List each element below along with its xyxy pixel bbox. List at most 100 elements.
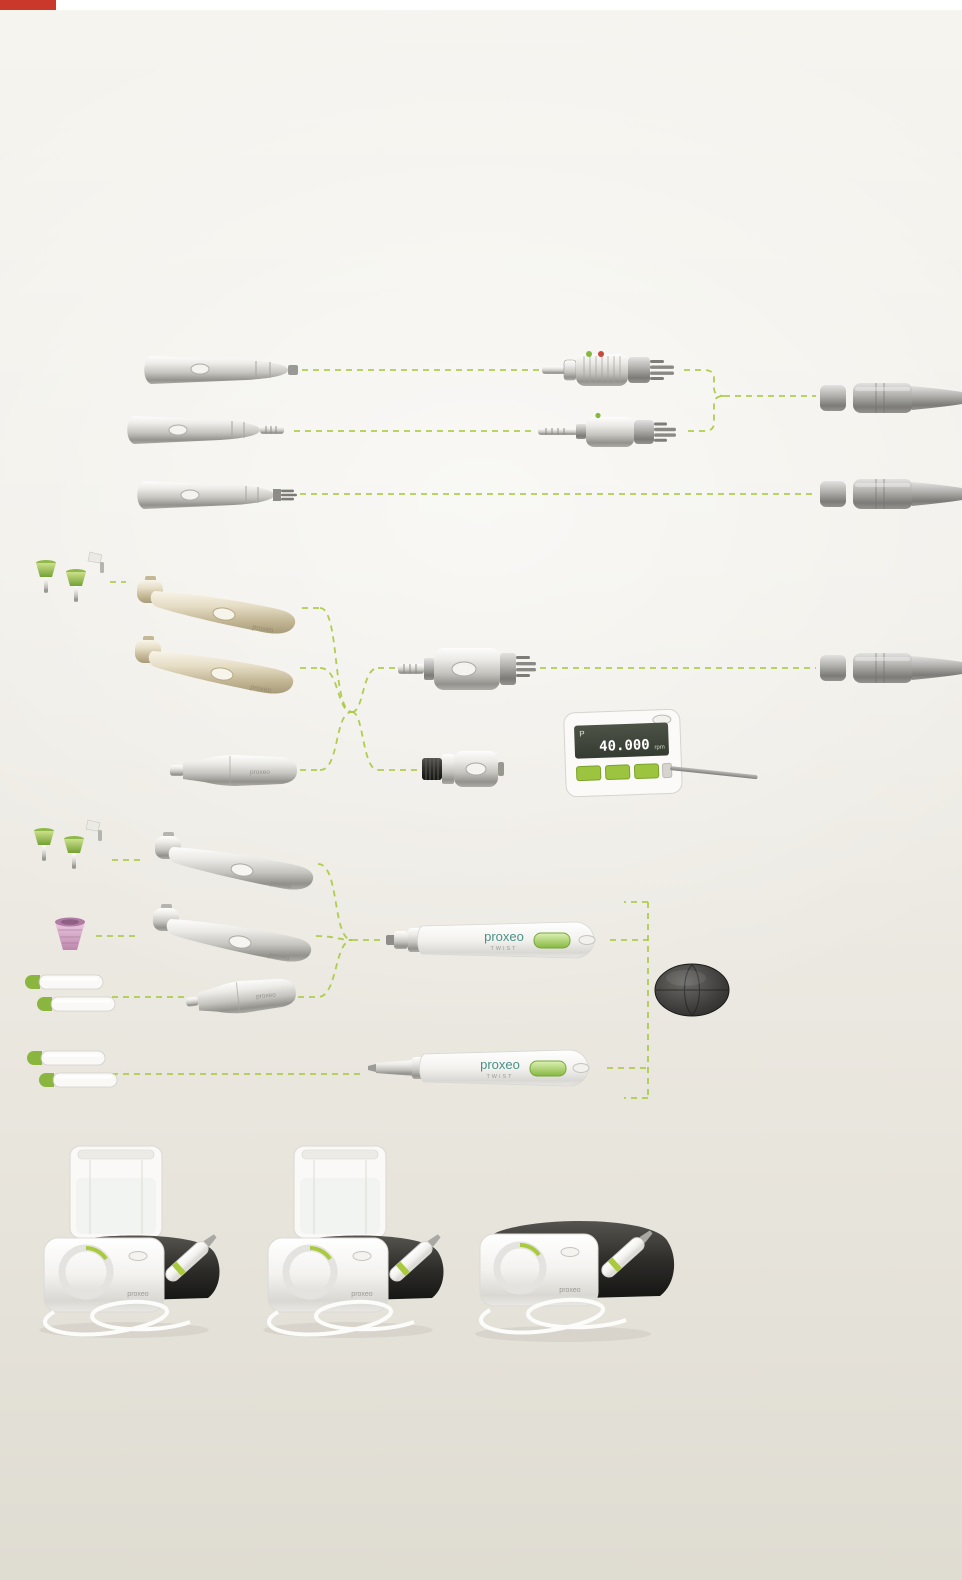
scaler-handpiece — [165, 1234, 217, 1282]
green-cup-bur — [34, 828, 54, 861]
green-cup-bur — [36, 560, 56, 593]
turbine-handpiece-2[interactable] — [120, 412, 292, 448]
wh-oval-logo — [168, 424, 188, 436]
pink-cup-graphic — [55, 917, 85, 950]
link-contra4-junction — [315, 935, 353, 941]
gray-button — [661, 762, 673, 779]
green-dot — [586, 351, 592, 357]
turbine-handpiece-3[interactable] — [130, 477, 298, 513]
top-strip — [0, 0, 962, 10]
variant-label: TWIST — [486, 1074, 513, 1080]
cordless-prophy-handpiece-1[interactable]: proxeo TWIST — [386, 914, 608, 966]
product-label: proxeo — [270, 880, 292, 890]
control-unit-graphic: P 40.000 rpm — [563, 708, 683, 798]
turbine-coupling-1-graphic — [542, 351, 674, 386]
prophy-contra-angle-2[interactable]: proxeo — [144, 904, 316, 968]
wh-oval-logo — [352, 1251, 372, 1261]
product-label: proxeo — [127, 1291, 149, 1298]
wh-oval-logo — [190, 363, 210, 375]
electric-micromotor-graphic — [422, 751, 504, 787]
bracket-couplings-top — [684, 369, 725, 397]
product-label: proxeo — [351, 1291, 373, 1298]
scaler-station-graphic: proxeo — [39, 1145, 220, 1338]
foot-control[interactable] — [652, 960, 732, 1018]
junction2-in-mid — [319, 667, 353, 713]
supply-hose-connector-3[interactable] — [820, 652, 962, 684]
scaler-handpiece — [389, 1234, 441, 1282]
polishing-cups-green-set-1[interactable] — [28, 550, 116, 604]
product-label: proxeo — [250, 684, 272, 694]
cordless-handpiece-graphic: proxeo TWIST — [386, 921, 596, 959]
wh-oval-logo — [128, 1251, 148, 1261]
turbine-handpiece-3-graphic — [137, 481, 297, 509]
proxeo-logo-text: proxeo — [484, 929, 524, 944]
wh-oval-logo — [210, 667, 234, 681]
product-label: proxeo — [559, 1287, 581, 1294]
polishing-cups-green-set-2[interactable] — [26, 819, 116, 872]
prophy-nose-cone[interactable]: proxeo — [186, 972, 298, 1022]
turbine-coupling-2[interactable] — [538, 412, 686, 452]
status-window — [533, 932, 571, 949]
display-program: P — [579, 729, 585, 738]
scaler-handpiece — [601, 1230, 653, 1278]
wh-oval-logo — [572, 1063, 590, 1073]
contra-angle-graphic: proxeo — [135, 636, 294, 694]
prophy-contra-angle-1[interactable]: proxeo — [146, 832, 318, 896]
supply-hose-connector-1[interactable] — [820, 382, 962, 414]
air-motor-graphic — [398, 648, 536, 690]
handpiece-cable — [43, 1299, 191, 1337]
scaler-unit-front: proxeo — [43, 1237, 165, 1313]
top-accent-strip — [0, 0, 56, 10]
scaler-station-3[interactable]: proxeo — [458, 1198, 688, 1348]
product-label: proxeo — [268, 952, 290, 962]
nose-cone-graphic: proxeo — [170, 755, 297, 786]
contra-angle-graphic: proxeo — [155, 832, 314, 890]
bracket-couplings-bottom — [688, 395, 725, 432]
display-rpm-unit: rpm — [654, 745, 665, 751]
proxeo-logo-text: proxeo — [480, 1057, 520, 1072]
contra-angle-graphic: proxeo — [137, 576, 296, 634]
wh-oval-logo — [451, 661, 477, 677]
electric-micromotor[interactable] — [422, 746, 506, 792]
water-bottle — [293, 1145, 387, 1239]
wh-oval-logo — [180, 489, 200, 501]
lcd-display — [574, 722, 669, 759]
contra-angle-handpiece-1[interactable]: proxeo — [128, 576, 300, 640]
motor-control-unit[interactable]: P 40.000 rpm — [562, 708, 758, 800]
wh-oval-logo — [578, 935, 596, 945]
air-motor[interactable] — [398, 644, 536, 694]
contra-angle-handpiece-2[interactable]: proxeo — [126, 636, 298, 700]
scaler-station-graphic: proxeo — [475, 1220, 675, 1342]
junction2-in-bottom — [319, 711, 353, 771]
hose-connector-graphic — [820, 479, 962, 509]
display-rpm-value: 40.000 — [599, 737, 650, 755]
turbine-handpiece-2-graphic — [127, 416, 284, 444]
nose-cone-graphic: proxeo — [186, 978, 296, 1014]
straight-nose-cone-1[interactable]: proxeo — [170, 748, 300, 792]
polishing-cup-pink[interactable] — [48, 914, 92, 960]
scaler-station-graphic: proxeo — [263, 1145, 444, 1338]
green-cup-bur — [64, 836, 84, 869]
cordless-prophy-handpiece-2[interactable]: proxeo TWIST — [368, 1042, 605, 1094]
variant-label: TWIST — [490, 946, 517, 952]
hose-connector-graphic — [820, 383, 962, 413]
turbine-coupling-1[interactable] — [542, 348, 682, 392]
supply-hose-connector-2[interactable] — [820, 478, 962, 510]
scaler-station-1[interactable]: proxeo — [24, 1144, 242, 1342]
prophy-angles-graphic — [27, 1050, 118, 1088]
red-dot — [598, 351, 604, 357]
link-contra3-junction — [317, 863, 353, 941]
handpiece-cable — [267, 1299, 415, 1337]
turbine-handpiece-1-graphic — [144, 356, 298, 384]
product-label: proxeo — [256, 991, 277, 1000]
wh-oval-logo — [465, 762, 487, 776]
water-bottle — [69, 1145, 163, 1239]
disposable-prophy-angles-1[interactable] — [22, 972, 124, 1018]
wh-oval-logo — [230, 863, 254, 877]
contra-angle-graphic: proxeo — [153, 904, 312, 962]
scaler-station-2[interactable]: proxeo — [248, 1144, 466, 1342]
turbine-handpiece-1[interactable] — [138, 353, 300, 387]
cordless-handpiece-graphic: proxeo TWIST — [368, 1049, 590, 1087]
disposable-prophy-angles-2[interactable] — [24, 1048, 126, 1094]
